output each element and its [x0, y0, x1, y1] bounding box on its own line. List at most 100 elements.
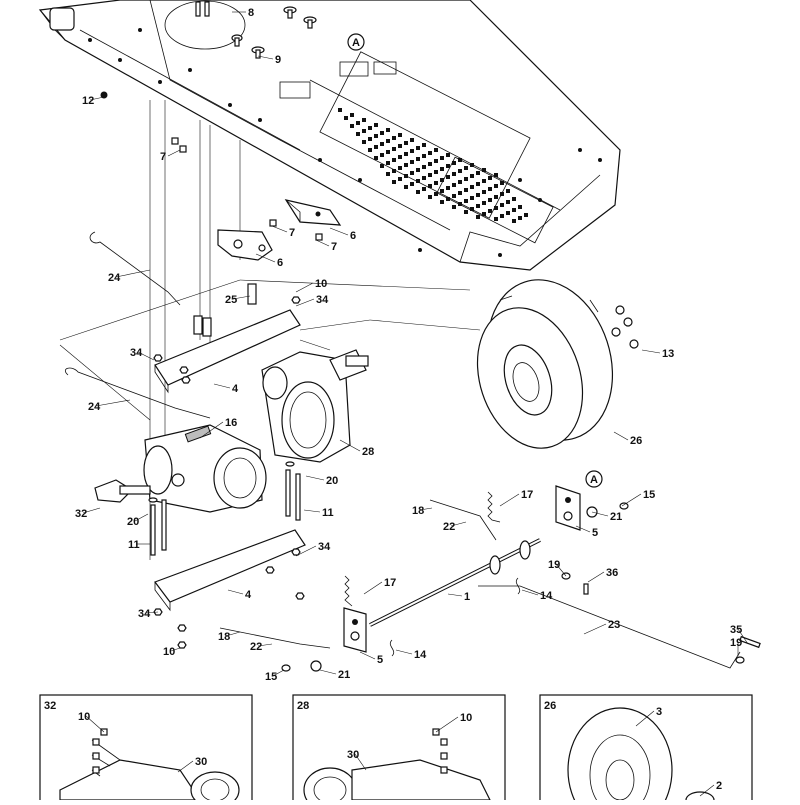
main-callout-13: 13 [641, 348, 674, 360]
leader-line [395, 649, 413, 655]
main-callout-17: 16 [199, 417, 237, 439]
callout-number: 35 [730, 624, 742, 636]
main-callout-2: 9 [257, 54, 281, 66]
callout-number: 19 [730, 637, 742, 649]
callout-number: 9 [275, 54, 281, 66]
main-callout-1: A [347, 33, 365, 51]
leader-line [621, 493, 642, 507]
leader-line [635, 710, 655, 727]
spring-17 [344, 491, 501, 607]
leader-line [354, 753, 367, 771]
main-callout-46: 14 [395, 649, 427, 661]
leader-line [170, 647, 181, 652]
callout-number: 21 [338, 669, 350, 681]
bracket-6-right [284, 199, 342, 226]
detail-title-28: 28 [297, 700, 309, 712]
callout-number: 10 [163, 646, 175, 658]
hardware-19-36-35 [561, 572, 761, 664]
main-callout-45: 10 [163, 646, 181, 658]
callout-number: 21 [610, 511, 622, 523]
callout-number: 30 [195, 756, 207, 768]
leader-line [435, 716, 459, 733]
main-callout-26: 21 [591, 511, 622, 523]
callout-number: 2 [716, 780, 722, 792]
callout-number: 34 [138, 608, 151, 620]
callout-number: 22 [443, 521, 455, 533]
leader-line [699, 784, 715, 797]
detail-title-32: 32 [44, 700, 56, 712]
main-callout-33: 19 [548, 559, 567, 577]
main-callout-3: 12 [82, 95, 105, 107]
callout-number: A [352, 37, 360, 49]
leader-line [167, 149, 181, 157]
main-callout-22: 15 [621, 489, 655, 507]
transaxle-16 [143, 424, 267, 513]
callout-number: 7 [331, 241, 337, 253]
leader-line [213, 383, 231, 389]
main-callout-37: 14 [521, 589, 553, 602]
callout-number: 10 [315, 278, 327, 290]
main-callout-16: 24 [88, 399, 131, 413]
rod-22 [219, 499, 497, 649]
callout-number: 25 [225, 294, 237, 306]
pin-9 [231, 6, 317, 59]
washer-20 [148, 461, 295, 503]
leader-line [555, 563, 567, 577]
leader-line [177, 760, 194, 773]
callout-number: 19 [548, 559, 560, 571]
rear-wheel-26 [476, 279, 614, 449]
callout-number: 28 [362, 446, 374, 458]
callout-number: 23 [608, 619, 620, 631]
leader-line [225, 631, 241, 637]
nut-21-15 [281, 502, 629, 672]
floor-grid [338, 108, 528, 223]
leader-line [329, 227, 349, 236]
leader-line [305, 475, 325, 481]
bracket-6-left [217, 229, 273, 261]
callout-number: 15 [265, 671, 277, 683]
main-callout-41: 18 [218, 631, 241, 643]
leader-line [339, 439, 361, 452]
callout-number: 18 [412, 505, 424, 517]
leader-line [295, 545, 317, 557]
control-rod-24-lower [64, 367, 211, 419]
plug-12 [100, 91, 108, 99]
detail-box-26: 26 [539, 694, 753, 805]
leader-line [295, 282, 314, 293]
main-callout-28: 20 [127, 513, 149, 528]
callout-number: 14 [540, 590, 553, 602]
callout-number: 6 [350, 230, 356, 242]
main-callout-27: 11 [303, 507, 334, 519]
main-callout-0: 8 [232, 7, 254, 19]
callout-number: 5 [377, 654, 383, 666]
main-callout-30: 5 [575, 525, 598, 539]
callout-number: 8 [248, 7, 254, 19]
main-callout-47: 5 [359, 651, 383, 666]
callout-number: 20 [127, 516, 139, 528]
pin-8 [195, 1, 210, 17]
leader-line [450, 521, 467, 527]
detail-box-28: 28 [292, 694, 506, 805]
clip-14 [389, 577, 521, 657]
leader-line [303, 509, 321, 513]
bolt-7-bracket [269, 219, 323, 241]
transaxle-28 [261, 349, 369, 463]
main-callout-20: 20 [305, 475, 338, 487]
main-callout-24: 32 [75, 507, 101, 520]
callout-number: 17 [384, 577, 396, 589]
leader-line [295, 298, 315, 307]
callout-number: 17 [521, 489, 533, 501]
leader-line [419, 507, 433, 511]
callout-number: 26 [630, 435, 642, 447]
main-callout-5: 7 [271, 225, 295, 239]
callout-number: 30 [347, 749, 359, 761]
leader-line [115, 269, 151, 278]
main-callout-25: 18 [412, 505, 433, 517]
main-callout-38: 1 [447, 591, 470, 603]
leader-line [575, 525, 591, 533]
chassis-frame [38, 0, 621, 271]
callout-number: 24 [108, 272, 121, 284]
callout-number: 24 [88, 401, 101, 413]
callout-number: 13 [662, 348, 674, 360]
